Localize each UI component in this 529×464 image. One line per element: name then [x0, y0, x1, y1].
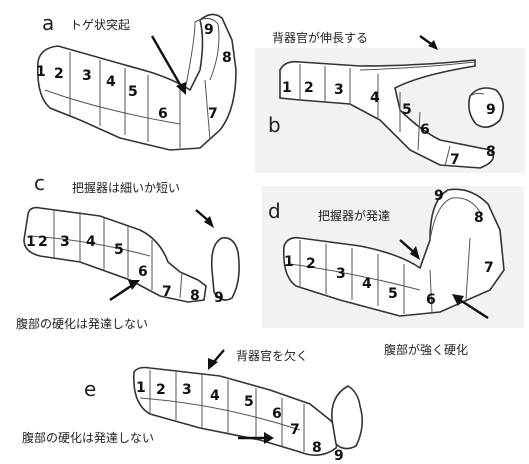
panel-b-seg-4: 4: [370, 90, 380, 106]
panel-b-letter: b: [268, 113, 281, 137]
panel-c-seg-7: 7: [162, 284, 172, 300]
panel-a-seg-1: 1: [36, 64, 46, 80]
panel-e-seg-1: 1: [136, 380, 146, 396]
panel-d-seg-8: 8: [474, 210, 484, 226]
panel-d-seg-7: 7: [484, 260, 494, 276]
panel-a-seg-4: 4: [106, 74, 116, 90]
panel-d-seg-1: 1: [284, 254, 294, 270]
panel-a-seg-2: 2: [54, 66, 64, 82]
panel-a-seg-8: 8: [222, 50, 232, 66]
panel-a-seg-6: 6: [158, 106, 168, 122]
panel-a-label: トゲ状突起: [70, 17, 130, 32]
panel-c-label-top: 把握器は細いか短い: [72, 180, 180, 195]
panel-b-seg-9: 9: [486, 102, 496, 118]
panel-e-seg-7: 7: [290, 422, 300, 438]
panel-a-letter: a: [42, 11, 54, 35]
panel-e-label-bottom: 腹部の硬化は発達しない: [22, 430, 154, 445]
panel-b-seg-8: 8: [486, 144, 496, 160]
panel-e-clasper: [332, 386, 362, 449]
panel-d-seg-5: 5: [388, 286, 398, 302]
panel-d-seg-9: 9: [434, 188, 444, 204]
panel-c-seg-4: 4: [86, 234, 96, 250]
panel-e-seg-8: 8: [312, 440, 322, 456]
panel-d-seg-4: 4: [362, 276, 372, 292]
panel-e-label-top: 背器官を欠く: [236, 348, 308, 363]
panel-b-seg-2: 2: [304, 80, 314, 96]
panel-e-seg-6: 6: [272, 406, 282, 422]
panel-a-seg-7: 7: [208, 106, 218, 122]
panel-a-seg-3: 3: [82, 68, 92, 84]
panel-e-seg-2: 2: [156, 382, 166, 398]
panel-c-seg-9: 9: [214, 290, 224, 306]
panel-d-seg-2: 2: [306, 256, 316, 272]
panel-e-seg-4: 4: [210, 388, 220, 404]
panel-c-seg-2: 2: [38, 234, 48, 250]
panel-e-seg-3: 3: [182, 382, 192, 398]
panel-d-label-top: 把握器が発達: [318, 208, 390, 223]
panel-b-seg-1: 1: [282, 80, 292, 96]
panel-d-letter: d: [268, 199, 281, 223]
panel-b-seg-6: 6: [420, 122, 430, 138]
panel-b-label: 背器官が伸長する: [272, 30, 368, 45]
panel-c-seg-5: 5: [114, 242, 124, 258]
panel-c-arrow-bottom: [110, 284, 134, 300]
panel-e-seg-5: 5: [244, 394, 254, 410]
panel-e-seg-9: 9: [334, 448, 344, 464]
panel-b-seg-7: 7: [450, 152, 460, 168]
panel-b-seg-5: 5: [402, 102, 412, 118]
panel-a-seg-5: 5: [128, 84, 138, 100]
panel-d-label-bottom: 腹部が強く硬化: [384, 342, 468, 357]
panel-d-seg-3: 3: [336, 266, 346, 282]
panel-c-seg-3: 3: [60, 234, 70, 250]
panel-c: c 把握器は細いか短い 腹部の硬化は発達しない 1 2 3 4 5 6 7 8 …: [16, 171, 239, 331]
panel-a: a トゲ状突起 1 2 3 4 5 6 7 8 9: [36, 11, 236, 150]
panel-b-seg-3: 3: [334, 82, 344, 98]
panel-e-abdomen-outline: [134, 368, 340, 456]
panel-c-seg-8: 8: [190, 288, 200, 304]
panel-c-seg-1: 1: [26, 234, 36, 250]
panel-d-seg-6: 6: [426, 292, 436, 308]
panel-c-label-bottom: 腹部の硬化は発達しない: [16, 316, 148, 331]
panel-e: 背器官を欠く e 腹部の硬化は発達しない 1 2 3 4 5 6 7 8 9: [22, 348, 362, 464]
panel-c-seg-6: 6: [138, 264, 148, 280]
panel-c-letter: c: [34, 171, 45, 195]
panel-a-seg-9: 9: [204, 22, 214, 38]
panel-e-letter: e: [84, 377, 96, 401]
